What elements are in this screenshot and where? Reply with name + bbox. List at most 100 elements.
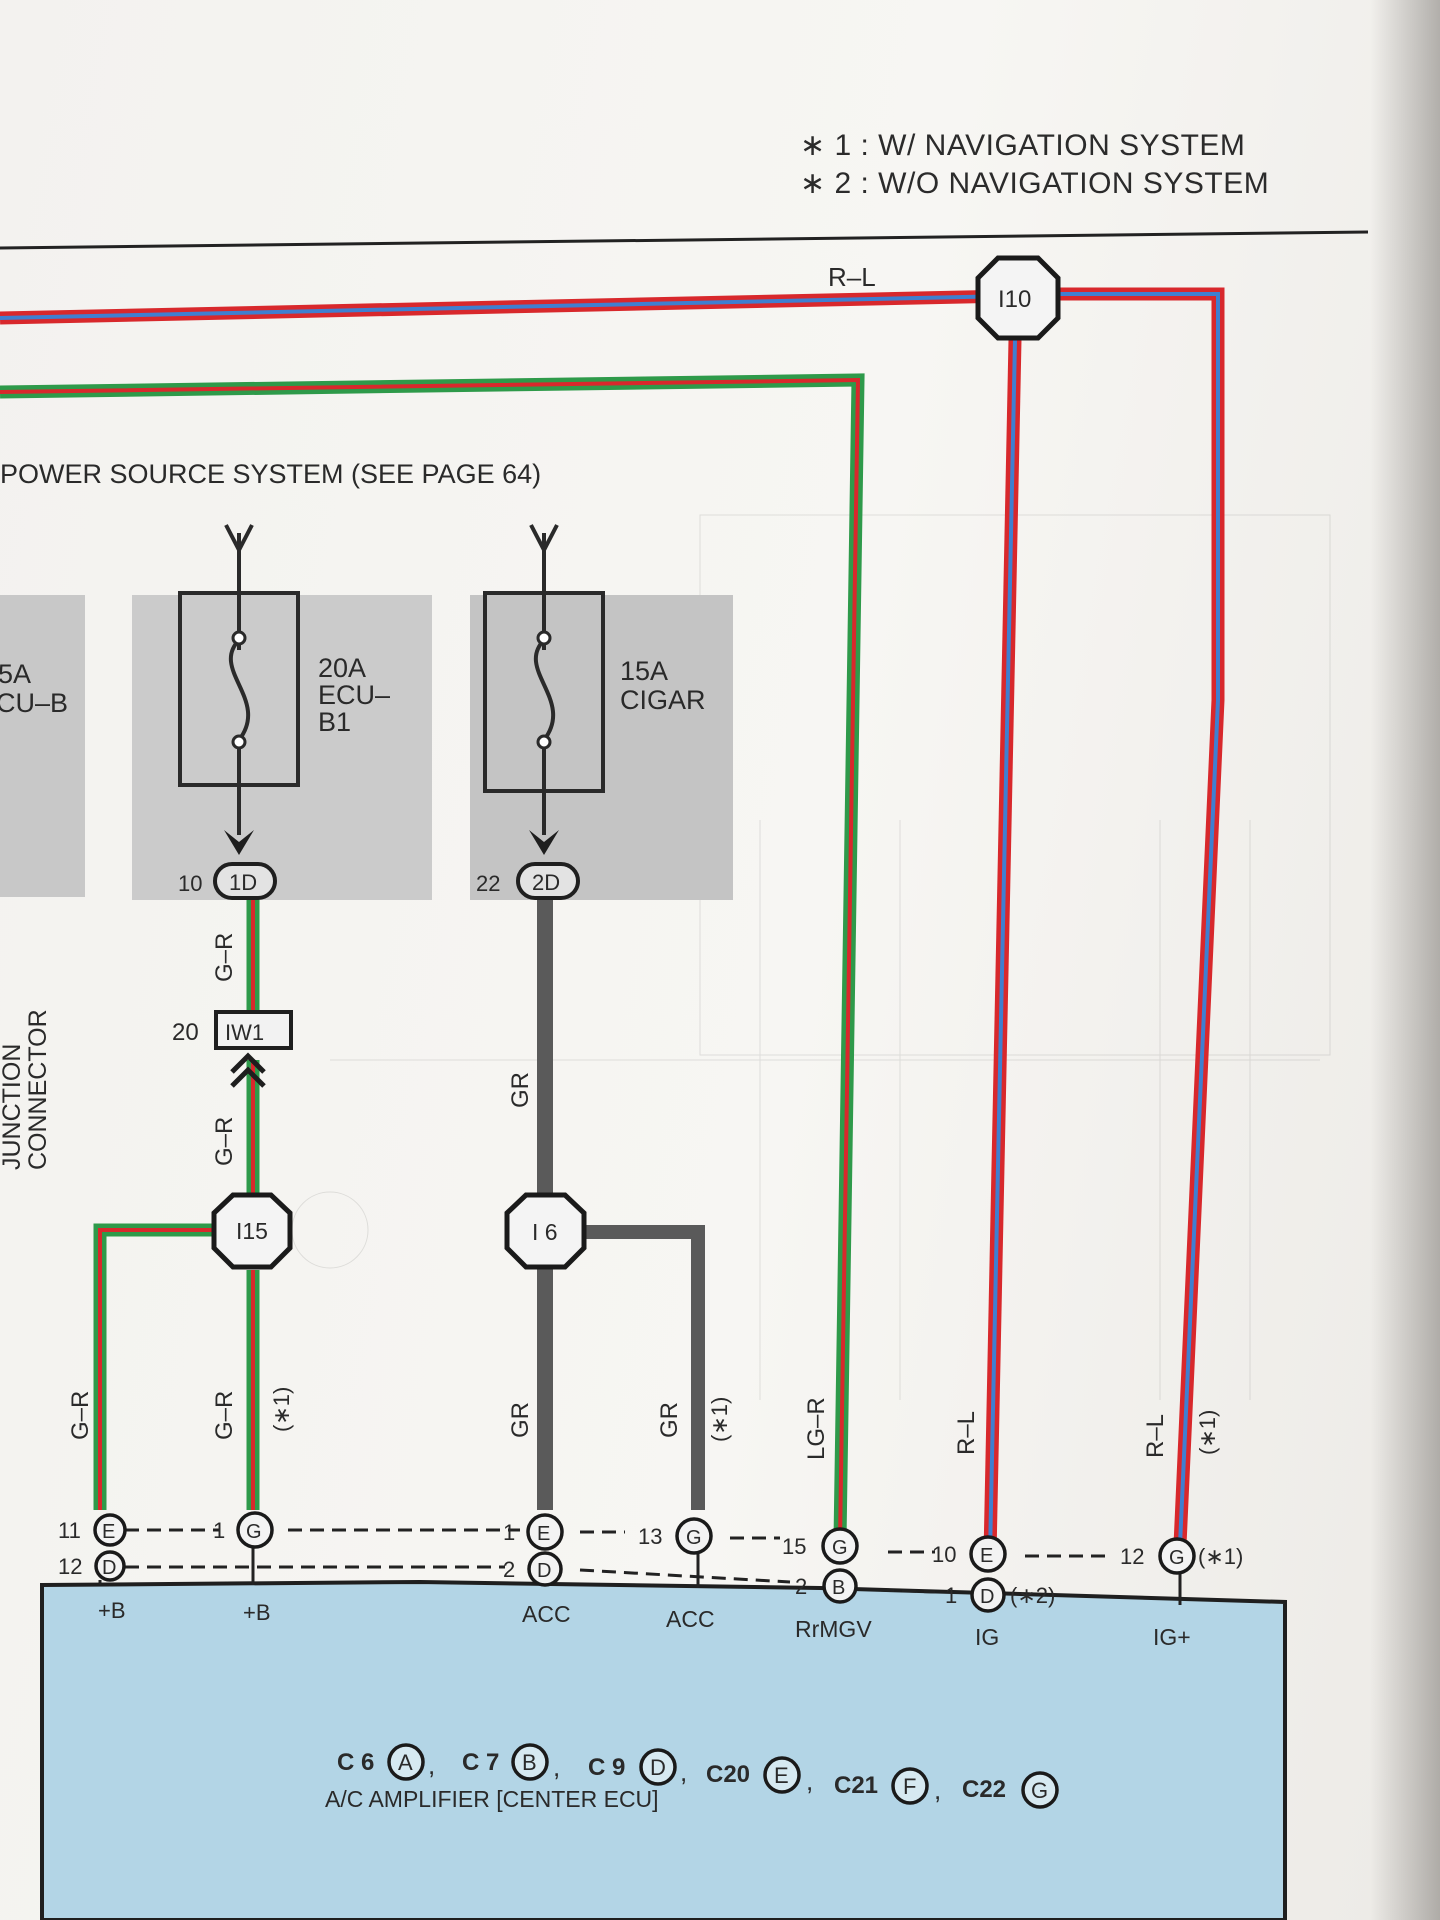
terminal-dashes [125,1528,1110,1594]
arrow-down-1 [224,830,254,855]
amp-code-c9: C 9 [588,1754,625,1781]
terminal-5-pin: 13 [638,1524,662,1549]
amp-sep-1: , [428,1750,435,1780]
wire-label-i6-right: GR [656,1402,683,1438]
connector-2d [516,862,580,900]
fuse2-line2: ECU– [318,680,390,710]
arrow-in-1 [224,524,254,555]
wire-label-rl1: R–L [953,1411,980,1455]
connector-iw1 [214,1010,293,1050]
chevron-up-icon [230,1052,266,1088]
amp-sep-5: , [934,1775,941,1805]
amp-letter-f: F [903,1774,916,1799]
wire-i10-down [983,339,1022,1556]
terminal-7-pin: 2 [795,1574,807,1599]
terminal-0-pin: 11 [58,1518,81,1543]
terminal-10-note: (∗1) [1198,1544,1243,1569]
wire-label-left-down: G–R [67,1391,94,1440]
fuse-box-2 [132,595,432,900]
fuse2-line3: B1 [318,707,351,737]
fuse1-line2: CU–B [0,688,68,718]
terminal-4-pin: 2 [503,1557,515,1582]
connector-1d [213,862,277,900]
amp-title: A/C AMPLIFIER [CENTER ECU] [325,1786,659,1812]
amp-letter-e: E [774,1763,789,1788]
bleed-through [291,514,1331,1400]
wire-label-rl2: R–L [1142,1414,1169,1458]
terminal-8-pin: 10 [932,1542,956,1567]
wire-label-gr1: G–R [211,933,238,982]
amp-code-c22: C22 [962,1776,1006,1803]
wire-label-gr2: G–R [211,1117,238,1166]
junction-i15-label: I15 [236,1218,268,1244]
power-source-label: POWER SOURCE SYSTEM (SEE PAGE 64) [0,459,541,489]
signal-acc2: ACC [666,1606,715,1632]
amp-letter-g: G [1031,1778,1048,1803]
terminal-leads [98,1548,1182,1605]
terminal-circles [93,1511,1196,1613]
terminal-9-note: (∗2) [1010,1583,1055,1608]
connector-iw1-code: IW1 [225,1020,264,1045]
amp-code-c6: C 6 [337,1749,374,1776]
amp-sep-2: , [553,1752,560,1782]
amp-connector-circles [387,1743,1059,1809]
amp-sep-3: , [680,1757,687,1787]
terminal-5-letter: G [686,1527,702,1549]
wire-lg-r [0,373,865,1541]
terminal-9-pin: 1 [945,1583,957,1608]
connector-2d-pin: 22 [476,871,500,896]
signal-b1: +B [98,1598,126,1623]
junction-i10-label: I10 [998,286,1031,313]
wire-label-gr-gray: GR [507,1072,534,1108]
wire-g-r-main [93,895,260,1510]
terminal-1-pin: 12 [58,1554,82,1579]
amp-code-c20: C20 [706,1761,750,1788]
terminal-3-pin: 1 [503,1520,515,1545]
terminal-10-letter: G [1169,1547,1185,1569]
wire-label-rl2-note: (∗1) [1195,1410,1220,1455]
wire-right-rl [1055,287,1225,1546]
signal-ig: IG [975,1624,999,1650]
fuse3-line1: 15A [620,656,668,686]
arrow-in-2 [529,524,559,555]
junction-i10 [975,255,1061,341]
signal-ig-plus: IG+ [1153,1624,1191,1650]
terminal-10-pin: 12 [1120,1544,1144,1569]
wire-label-i15-down: G–R [211,1391,238,1440]
connector-2d-code: 2D [532,870,560,895]
wire-label-top-rl: R–L [828,262,876,292]
junction-label-1: JUNCTION [0,1044,26,1170]
junction-i6-label: I 6 [532,1219,558,1245]
note-no-nav: ∗ 2 : W/O NAVIGATION SYSTEM [800,167,1270,200]
amp-letter-d: D [650,1755,666,1780]
fuse3-line2: CIGAR [620,685,706,715]
note-nav: ∗ 1 : W/ NAVIGATION SYSTEM [800,129,1246,162]
terminal-2-pin: 1 [213,1518,225,1543]
amp-sep-4: , [806,1766,813,1796]
wire-label-i6-note: (∗1) [707,1397,732,1442]
signal-acc1: ACC [522,1601,571,1627]
header-rule [0,230,1369,250]
terminal-0-letter: E [102,1521,115,1543]
junction-i6 [504,1192,587,1270]
amp-letter-b: B [522,1750,537,1775]
terminal-3-letter: E [537,1523,550,1545]
fuse-box-1 [0,595,85,897]
wire-top-rl [0,289,1011,325]
terminal-1-letter: D [102,1557,116,1579]
terminal-9-letter: D [980,1586,994,1608]
arrow-down-2 [529,830,559,855]
connector-1d-code: 1D [229,870,257,895]
terminal-6-pin: 15 [782,1534,806,1559]
wire-label-i6-down: GR [507,1402,534,1438]
connector-1d-pin: 10 [178,871,202,896]
terminal-6-letter: G [832,1537,848,1559]
signal-rrmgv: RrMGV [795,1616,872,1642]
amp-letter-a: A [398,1750,413,1775]
wire-label-i15-note: (∗1) [269,1387,294,1432]
junction-i15 [211,1192,293,1270]
wire-label-lg-r: LG–R [803,1397,830,1460]
fuse2-line1: 20A [318,653,366,683]
